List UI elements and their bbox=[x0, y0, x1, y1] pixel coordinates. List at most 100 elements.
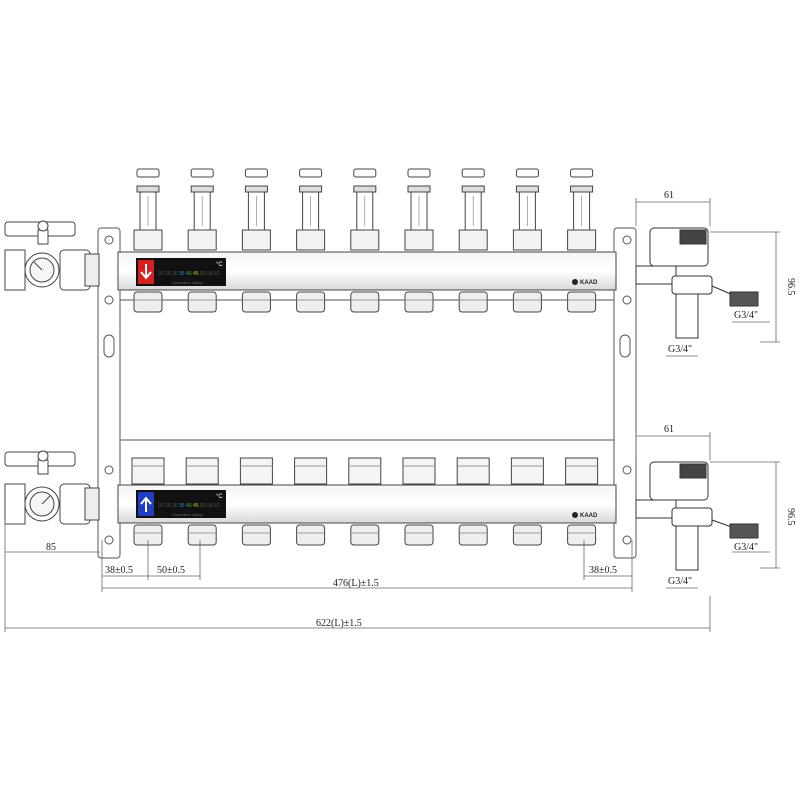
flow-meter-cap bbox=[407, 168, 431, 178]
flow-meter-cap bbox=[353, 168, 377, 178]
return-outlet bbox=[567, 524, 597, 546]
temperature-scale-value: 60 bbox=[214, 271, 220, 277]
flow-meter-top bbox=[190, 185, 214, 193]
supply-outlet bbox=[350, 291, 380, 313]
dim-valve-offset: 85 bbox=[46, 542, 56, 553]
flow-meter-cap bbox=[515, 168, 539, 178]
flow-meter-cap bbox=[244, 168, 268, 178]
dim-thread-bottom-top: G3/4" bbox=[668, 344, 692, 355]
supply-outlet bbox=[567, 291, 597, 313]
dim-thread-side-top: G3/4" bbox=[734, 310, 758, 321]
flow-meter-top bbox=[244, 185, 268, 193]
return-valve-head bbox=[348, 457, 382, 485]
return-outlet bbox=[187, 524, 217, 546]
return-temperature-caption: Temperature display bbox=[172, 513, 203, 517]
down-arrow-icon bbox=[140, 264, 152, 280]
temperature-scale-value: 20 bbox=[158, 503, 164, 509]
dim-edge-pitch-right: 38±0.5 bbox=[589, 565, 617, 576]
flow-meter-cap bbox=[136, 168, 160, 178]
temperature-scale-value: 45 bbox=[193, 503, 199, 509]
flow-meter-cap bbox=[299, 168, 323, 178]
up-arrow-icon bbox=[140, 496, 152, 512]
dim-thread-side-bottom: G3/4" bbox=[734, 542, 758, 553]
temperature-scale-value: 30 bbox=[172, 271, 178, 277]
supply-outlet bbox=[187, 291, 217, 313]
supply-outlet bbox=[404, 291, 434, 313]
return-outlet bbox=[458, 524, 488, 546]
dim-edge-pitch-left: 38±0.5 bbox=[105, 565, 133, 576]
temperature-scale-value: 30 bbox=[172, 503, 178, 509]
flow-meter-cap bbox=[461, 168, 485, 178]
temperature-scale-value: 60 bbox=[214, 503, 220, 509]
return-end-fitting bbox=[635, 461, 759, 571]
return-valve-head bbox=[239, 457, 273, 485]
return-outlet bbox=[241, 524, 271, 546]
supply-ball-valve bbox=[4, 220, 100, 291]
flow-meter-nut bbox=[350, 229, 380, 251]
temperature-scale-value: 55 bbox=[207, 271, 213, 277]
dim-fitting-width-top: 61 bbox=[664, 190, 674, 201]
flow-meter-nut bbox=[187, 229, 217, 251]
return-valve-head bbox=[510, 457, 544, 485]
flow-meter-nut bbox=[567, 229, 597, 251]
dim-thread-bottom-bottom: G3/4" bbox=[668, 576, 692, 587]
brand-logo-icon bbox=[572, 512, 578, 518]
supply-outlet bbox=[241, 291, 271, 313]
flow-meter-top bbox=[299, 185, 323, 193]
temperature-scale-value: 55 bbox=[207, 503, 213, 509]
return-temperature-unit: °C bbox=[216, 494, 223, 500]
return-valve-head bbox=[131, 457, 165, 485]
flow-meter-top bbox=[461, 185, 485, 193]
temperature-scale-value: 35 bbox=[179, 503, 185, 509]
dim-manifold-length: 476(L)±1.5 bbox=[333, 578, 379, 589]
supply-temperature-caption: Temperature display bbox=[172, 281, 203, 285]
return-ball-valve bbox=[4, 450, 100, 525]
dim-fitting-height-bottom: 96.5 bbox=[785, 508, 796, 526]
temperature-scale-value: 40 bbox=[186, 503, 192, 509]
supply-end-fitting bbox=[635, 227, 759, 339]
return-valve-head bbox=[565, 457, 599, 485]
dim-outlet-pitch: 50±0.5 bbox=[157, 565, 185, 576]
flow-meter-top bbox=[407, 185, 431, 193]
dimension-lines bbox=[4, 198, 780, 632]
return-valve-head bbox=[294, 457, 328, 485]
temperature-scale-value: 25 bbox=[165, 271, 171, 277]
return-outlet bbox=[350, 524, 380, 546]
temperature-scale-value: 50 bbox=[200, 503, 206, 509]
temperature-scale-value: 40 bbox=[186, 271, 192, 277]
return-valve-head bbox=[185, 457, 219, 485]
flow-meter-top bbox=[136, 185, 160, 193]
flow-meter-nut bbox=[404, 229, 434, 251]
dim-fitting-height-top: 96.5 bbox=[785, 278, 796, 296]
return-outlet bbox=[512, 524, 542, 546]
supply-outlet bbox=[458, 291, 488, 313]
flow-meter-nut bbox=[458, 229, 488, 251]
supply-outlet bbox=[512, 291, 542, 313]
supply-temperature-unit: °C bbox=[216, 262, 223, 268]
brand-logo-icon bbox=[572, 279, 578, 285]
flow-meter-cap bbox=[190, 168, 214, 178]
supply-outlet bbox=[296, 291, 326, 313]
flow-meter-nut bbox=[512, 229, 542, 251]
supply-outlet bbox=[133, 291, 163, 313]
return-outlet bbox=[296, 524, 326, 546]
return-outlet bbox=[404, 524, 434, 546]
flow-meter-nut bbox=[133, 229, 163, 251]
flow-meter-top bbox=[353, 185, 377, 193]
temperature-scale-value: 25 bbox=[165, 503, 171, 509]
supply-brand: KAAD bbox=[580, 280, 598, 286]
temperature-scale-value: 35 bbox=[179, 271, 185, 277]
flow-meter-nut bbox=[296, 229, 326, 251]
flow-meter-top bbox=[515, 185, 539, 193]
temperature-scale-value: 20 bbox=[158, 271, 164, 277]
return-brand: KAAD bbox=[580, 513, 598, 519]
flow-meter-top bbox=[570, 185, 594, 193]
return-valve-head bbox=[456, 457, 490, 485]
temperature-scale-value: 45 bbox=[193, 271, 199, 277]
return-valve-head bbox=[402, 457, 436, 485]
flow-meter-nut bbox=[241, 229, 271, 251]
flow-meter-cap bbox=[570, 168, 594, 178]
dim-fitting-width-bottom: 61 bbox=[664, 424, 674, 435]
